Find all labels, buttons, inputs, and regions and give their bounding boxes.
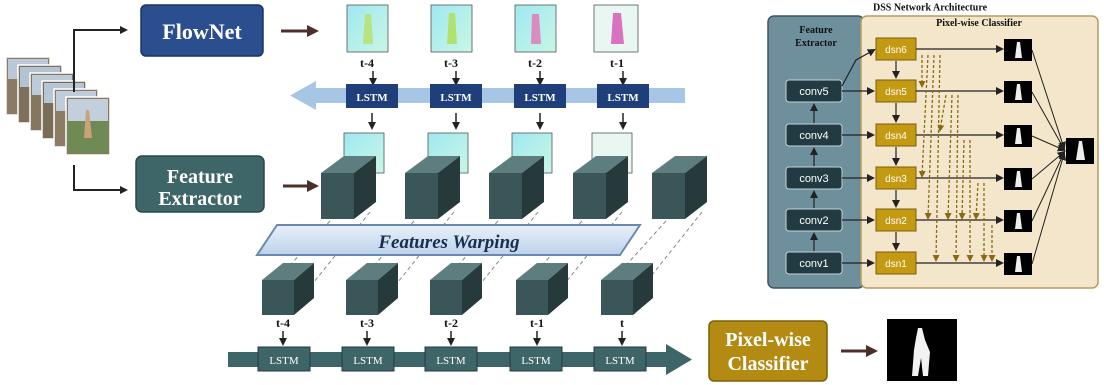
lstm-cell [597, 84, 649, 108]
feature-time-label: t-3 [360, 316, 374, 330]
feature-extractor-label: Feature [167, 166, 233, 188]
feature-cube [573, 132, 633, 219]
pixelwise-classifier-label: Classifier [727, 353, 808, 375]
feature-extractor-label: Extractor [158, 188, 241, 210]
short-connections [918, 54, 996, 262]
lstm-cell [424, 346, 478, 372]
dss-dsn-column: dsn6 dsn5 dsn4 dsn3 dsn2 dsn1 [875, 37, 917, 275]
dss-extractor-title: Feature [799, 25, 833, 36]
flow-image [514, 4, 557, 53]
dsn-block-label: dsn4 [885, 131, 907, 142]
dsn-block-label: dsn1 [885, 259, 907, 270]
flow-time-label: t-3 [444, 56, 458, 70]
conv-block-label: conv4 [799, 130, 828, 142]
feature-cube [405, 132, 469, 219]
feature-cube [430, 263, 482, 315]
conv-block-label: conv2 [799, 215, 828, 227]
feature-time-label: t-4 [276, 316, 290, 330]
feature-cube [489, 132, 553, 219]
frames-to-extractor-connector [73, 165, 128, 194]
pixelwise-classifier-box [708, 320, 828, 382]
lstm-to-flow-arrows [368, 113, 627, 130]
feature-cube [652, 156, 707, 219]
flow-image [346, 4, 389, 53]
lstm-cell [593, 346, 647, 372]
dss-extractor-title: Extractor [795, 38, 837, 49]
lstm-cell-label: LSTM [524, 92, 556, 104]
lstm-cell-label: LSTM [356, 92, 388, 104]
dsn-block-label: dsn6 [885, 45, 907, 56]
feature-cube [346, 263, 398, 315]
side-output-map [1004, 125, 1032, 147]
feature-cube [601, 263, 653, 315]
lstm-cell-label: LSTM [521, 355, 551, 367]
dsn-block-label: dsn2 [885, 216, 907, 227]
bottom-lstm-row: LSTM LSTM LSTM LSTM LSTM [257, 346, 647, 372]
lstm-cell [346, 84, 398, 108]
feature-to-lstm-arrows [279, 331, 626, 346]
dsn-block-label: dsn3 [885, 174, 907, 185]
lstm-cell-label: LSTM [353, 355, 383, 367]
feature-time-label: t-2 [444, 316, 458, 330]
lstm-cell [509, 346, 563, 372]
feature-time-label: t [620, 316, 624, 330]
side-output-map [1004, 253, 1032, 275]
lstm-cell [430, 84, 482, 108]
fusion-lines [1031, 49, 1067, 265]
flow-time-label: t-2 [528, 56, 542, 70]
final-saliency-map [887, 319, 957, 381]
lstm-cell [514, 84, 566, 108]
feature-cube [321, 132, 385, 219]
input-frames-stack [5, 56, 111, 156]
dss-feature-extractor-panel [767, 15, 865, 289]
conv-to-dsn-arrows [841, 49, 876, 267]
dss-classifier-title: Pixel-wise Classifier [936, 18, 1022, 29]
side-output-map [1004, 210, 1032, 232]
features-warping-label: Features Warping [377, 232, 519, 253]
lstm-cell-label: LSTM [605, 355, 635, 367]
feature-time-label: t-1 [530, 316, 544, 330]
feature-cube [516, 263, 568, 315]
flow-to-lstm-arrows [369, 71, 627, 86]
flow-time-label: t-1 [610, 56, 624, 70]
input-frame [65, 96, 111, 156]
pixelwise-classifier-label: Pixel-wise [725, 329, 811, 351]
conv-block-label: conv3 [799, 173, 828, 185]
conv-block-label: conv1 [799, 258, 828, 270]
feature-extractor-box [135, 155, 265, 213]
lstm-cell-label: LSTM [607, 92, 639, 104]
lstm-cell-label: LSTM [440, 92, 472, 104]
side-output-map [1004, 168, 1032, 190]
dsn-to-output-arrows [916, 45, 1004, 267]
flow-time-label: t-4 [360, 56, 374, 70]
lstm-cell-label: LSTM [269, 355, 299, 367]
side-output-map [1004, 39, 1032, 61]
dss-title: DSS Network Architecture [873, 2, 988, 13]
side-output-map [1004, 81, 1032, 103]
flow-image [593, 4, 639, 53]
frames-to-flownet-connector [73, 26, 128, 92]
flow-image [430, 4, 473, 53]
flow-images-row [346, 4, 639, 53]
features-warping-banner [255, 224, 642, 256]
side-output-maps [1004, 39, 1032, 275]
lower-feature-cubes [262, 263, 653, 315]
lstm-cell [341, 346, 395, 372]
fused-output-map [1066, 138, 1094, 164]
dsn-block-label: dsn5 [885, 87, 907, 98]
feature-cube [262, 263, 314, 315]
lstm-cell-label: LSTM [436, 355, 466, 367]
dss-conv-column: conv5 conv4 conv3 conv2 conv1 [785, 79, 843, 275]
top-lstm-row: LSTM LSTM LSTM LSTM [346, 84, 649, 108]
upper-feature-cubes [321, 132, 707, 219]
lstm-cell [257, 346, 311, 372]
flownet-box [140, 4, 264, 57]
conv-block-label: conv5 [799, 86, 828, 98]
flownet-label: FlowNet [162, 19, 242, 44]
